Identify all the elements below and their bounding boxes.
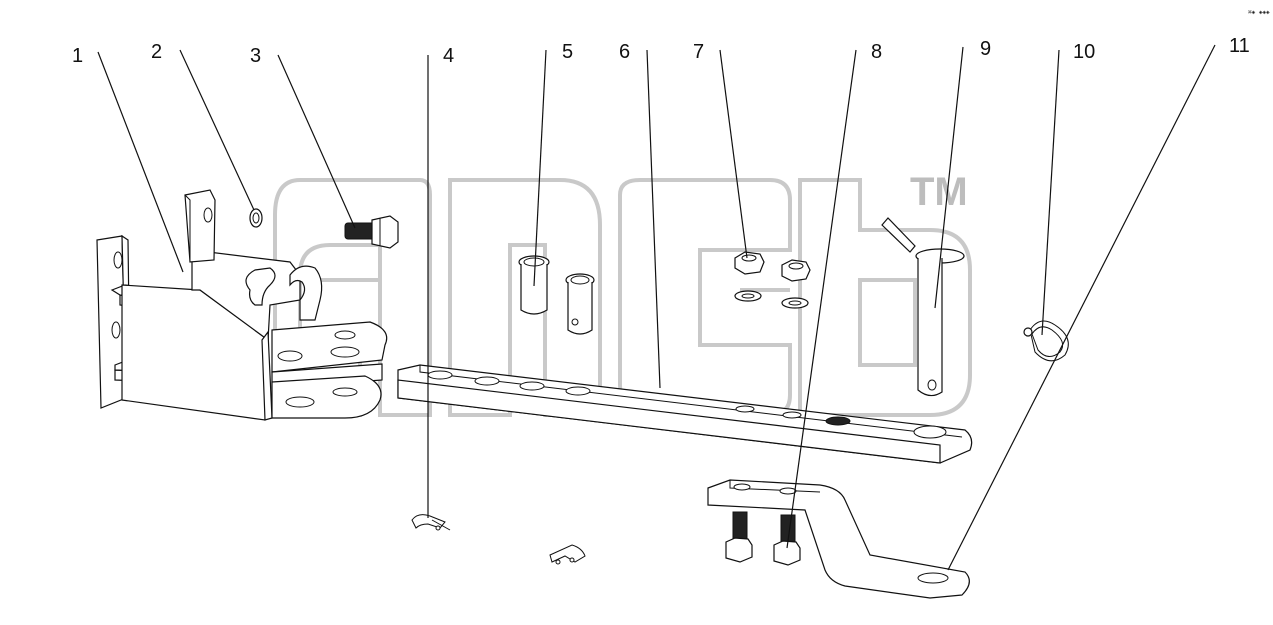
leader-line-9 — [934, 46, 964, 309]
callout-number-9: 9 — [980, 38, 991, 60]
part-8-bolts — [725, 511, 801, 566]
callout-number-11: 11 — [1229, 35, 1250, 57]
part-11-tow-bar — [707, 479, 970, 599]
part-5-bushings — [518, 255, 595, 335]
callout-number-1: 1 — [72, 45, 83, 67]
callout-number-5: 5 — [562, 41, 573, 63]
leader-line-1 — [97, 51, 184, 273]
leader-line-5 — [533, 49, 547, 287]
leader-line-11 — [947, 44, 1216, 571]
part-2-washer — [249, 208, 263, 228]
leader-line-3 — [277, 54, 356, 229]
small-clip-part — [549, 544, 586, 565]
part-9-hitch-pin — [881, 217, 965, 397]
corner-tag: ⌘◈ ◈◈◈ — [1248, 9, 1270, 16]
callout-number-7: 7 — [693, 41, 704, 63]
part-10-linch-pin — [1023, 320, 1069, 362]
watermark-trademark: TM — [910, 170, 968, 214]
leader-line-7 — [719, 49, 748, 259]
callout-number-3: 3 — [250, 45, 261, 67]
part-6-drawbar — [397, 364, 973, 464]
callout-number-2: 2 — [151, 41, 162, 63]
callout-number-4: 4 — [443, 45, 454, 67]
part-7-nuts-washers — [734, 251, 811, 309]
part-4-cotter-pin — [411, 514, 451, 531]
callouts-layer: 1 2 3 4 5 6 7 8 9 10 11 — [72, 35, 1250, 571]
callout-number-6: 6 — [619, 41, 630, 63]
leader-line-10 — [1041, 49, 1060, 336]
leader-line-8 — [786, 49, 857, 549]
callout-number-10: 10 — [1073, 41, 1095, 63]
leader-line-2 — [179, 49, 255, 211]
callout-number-8: 8 — [871, 41, 882, 63]
part-3-bolt — [344, 215, 399, 249]
leader-line-6 — [646, 49, 661, 389]
part-1-hitch-bracket — [96, 189, 388, 421]
